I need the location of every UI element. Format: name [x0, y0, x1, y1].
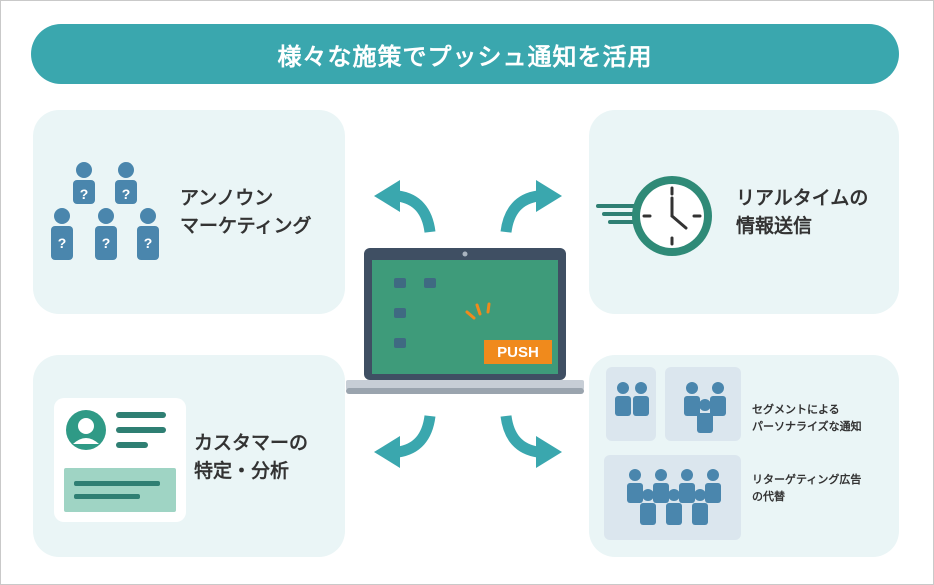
realtime-label: リアルタイムの 情報送信: [736, 187, 869, 237]
retarget-label: リターゲティング広告 の代替: [752, 473, 862, 503]
svg-text:?: ?: [80, 186, 89, 202]
arrow-top-right-icon: [500, 180, 562, 233]
push-badge: PUSH: [484, 340, 552, 364]
segment-people-icon: [615, 382, 726, 433]
arrow-bottom-left-icon: [374, 415, 436, 468]
svg-text:?: ?: [144, 235, 153, 251]
segment-label: セグメントによる パーソナライズな通知: [752, 403, 862, 433]
arrow-bottom-right-icon: [500, 415, 562, 468]
unknown-marketing-label: アンノウン マーケティング: [180, 187, 312, 237]
panel-unknown-marketing: [33, 110, 345, 314]
fast-clock-icon: [596, 176, 712, 256]
laptop-icon: [346, 248, 584, 394]
svg-text:?: ?: [122, 186, 131, 202]
svg-text:?: ?: [102, 235, 111, 251]
crowd-icon: [627, 469, 721, 525]
arrow-top-left-icon: [374, 180, 436, 233]
unknown-people-icon: ?? ???: [51, 162, 159, 260]
push-label: PUSH: [497, 343, 539, 361]
title-banner: 様々な施策でプッシュ通知を活用: [31, 24, 899, 84]
svg-text:?: ?: [58, 235, 67, 251]
customer-analysis-label: カスタマーの 特定・分析: [194, 432, 309, 482]
profile-card-icon: [54, 398, 186, 522]
